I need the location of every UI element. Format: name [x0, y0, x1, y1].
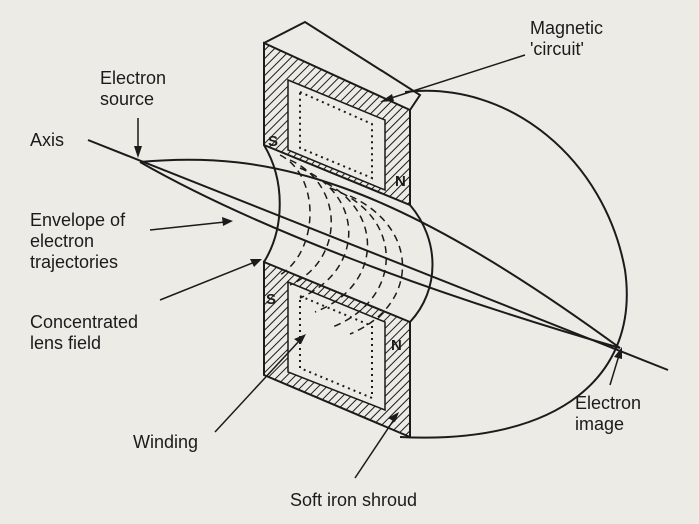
label-electron-image: Electron image — [575, 393, 642, 434]
pole-n-upper: N — [395, 173, 406, 190]
shroud-outer-outline — [399, 89, 628, 439]
upper-winding — [299, 90, 373, 180]
label-lens-field: Concentrated lens field — [30, 312, 139, 353]
pole-n-lower: N — [391, 337, 402, 354]
leader-lines — [137, 54, 621, 479]
upper-pole-block — [263, 20, 422, 207]
lens-field-lines — [279, 154, 404, 335]
lower-pole-block — [263, 260, 411, 439]
pole-s-lower: S — [266, 291, 277, 308]
arrowheads — [134, 94, 622, 422]
gap-curve-right — [409, 204, 434, 323]
pole-s-upper: S — [268, 133, 279, 150]
label-winding: Winding — [133, 432, 199, 452]
lower-winding — [299, 294, 373, 400]
label-envelope: Envelope of electron trajectories — [30, 210, 126, 272]
label-axis: Axis — [30, 130, 65, 150]
gap-curve-left — [263, 144, 281, 263]
label-magnetic-circuit: Magnetic 'circuit' — [530, 18, 604, 59]
label-soft-iron-shroud: Soft iron shroud — [290, 490, 418, 510]
trajectory-envelope-upper — [139, 158, 621, 349]
optical-axis-line — [87, 139, 669, 371]
trajectory-envelope-lower — [139, 161, 621, 349]
label-electron-source: Electron source — [100, 68, 167, 109]
